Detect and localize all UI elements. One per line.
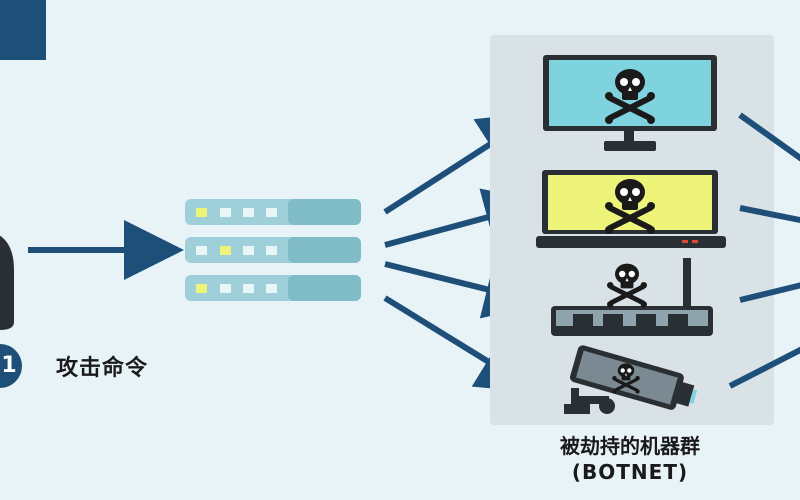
step-number-badge: 1	[0, 344, 22, 388]
router-icon	[551, 258, 713, 336]
monitor-icon	[543, 55, 717, 151]
botnet-subtitle: (BOTNET)	[571, 460, 689, 484]
botnet-title: 被劫持的机器群	[560, 434, 700, 458]
outgoing-arrow-2	[739, 205, 800, 224]
outgoing-arrow-4	[728, 346, 800, 389]
security-camera-icon	[564, 345, 698, 414]
laptop-icon	[536, 170, 726, 248]
attacker-device	[0, 235, 14, 330]
outgoing-arrow-3	[739, 282, 800, 303]
outgoing-arrow-1	[738, 112, 800, 162]
step-number: 1	[1, 353, 17, 378]
step-label: 攻击命令	[56, 356, 149, 381]
command-server-icon	[185, 199, 361, 301]
header-tab	[0, 0, 46, 60]
